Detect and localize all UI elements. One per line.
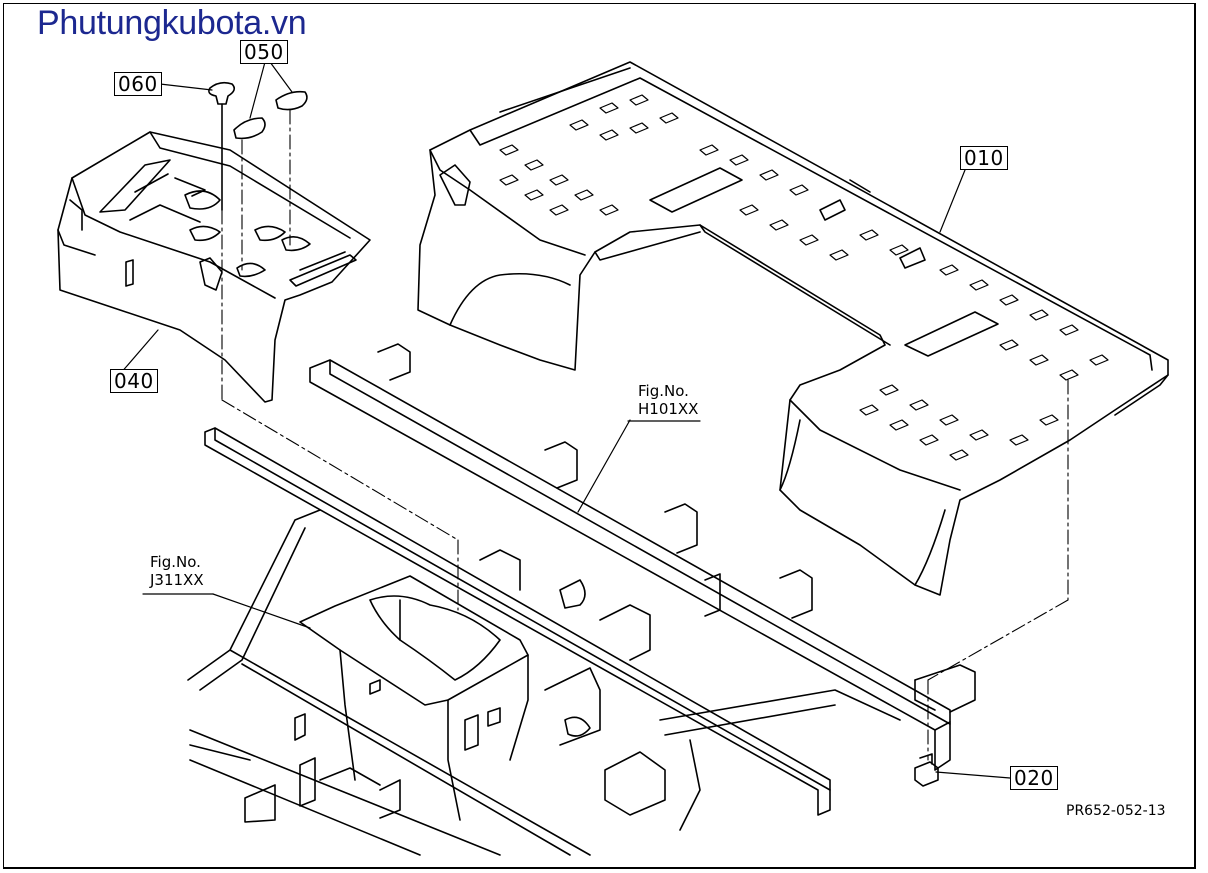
figure-ref-label: Fig.No. [150,553,201,571]
figure-ref-j311xx[interactable]: Fig.No. J311XX [150,553,204,589]
site-title: Phutungkubota.vn [37,4,307,42]
center-lines [221,109,1069,761]
figure-ref-h101xx[interactable]: Fig.No. H101XX [638,382,698,418]
part-050-caps [233,90,308,140]
figure-ref-number: H101XX [638,400,699,418]
chassis-frame [187,343,976,856]
callout-050[interactable]: 050 [240,40,288,64]
figure-ref-label: Fig.No. [638,382,689,400]
callout-020[interactable]: 020 [1010,766,1058,790]
part-040-front-cover [57,131,371,403]
part-020-bolt [914,753,939,787]
drawing-number: PR652-052-13 [1066,803,1166,819]
figure-ref-number: J311XX [150,571,204,589]
callout-010[interactable]: 010 [960,146,1008,170]
part-060-knob [208,81,236,211]
callout-060[interactable]: 060 [114,72,162,96]
part-010-rear-fender [417,61,1169,596]
leader-lines [119,61,1011,779]
drawing-frame [3,3,1196,869]
callout-040[interactable]: 040 [110,369,158,393]
part-010-tread-pattern [499,94,1109,461]
